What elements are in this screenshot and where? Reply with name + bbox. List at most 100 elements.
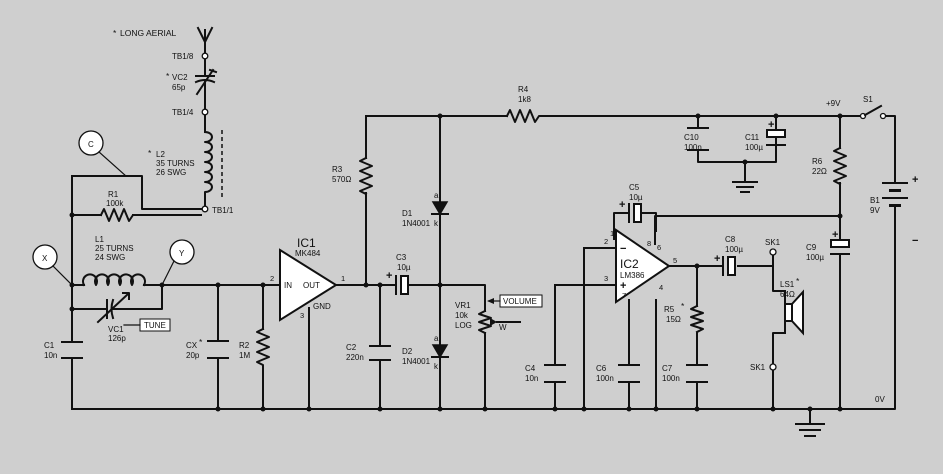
vc2-name: VC2 — [172, 73, 188, 82]
c2-value: 220n — [346, 353, 364, 362]
c9-name: C9 — [806, 243, 817, 252]
ic2-plus: + — [620, 280, 626, 292]
c8-capacitor-symbol — [722, 256, 736, 276]
r5-star: * — [681, 301, 685, 311]
c3-capacitor-symbol — [395, 275, 409, 295]
c1-name: C1 — [44, 341, 55, 350]
r2-name: R2 — [239, 341, 250, 350]
d2-a: a — [434, 334, 439, 343]
test-point-x-label: X — [42, 254, 48, 263]
b1-name: B1 — [870, 196, 880, 205]
ic1-out-label: OUT — [303, 281, 320, 290]
c3-plus: + — [386, 270, 392, 282]
c3-name: C3 — [396, 253, 407, 262]
battery-minus: − — [912, 235, 918, 247]
d2-k: k — [434, 362, 439, 371]
supply-zero-label: 0V — [875, 395, 885, 404]
c1-capacitor-symbol — [61, 341, 83, 359]
ic2-amplifier-symbol — [615, 228, 671, 304]
c9-plus: + — [832, 229, 838, 241]
sk1-top-label: SK1 — [765, 238, 781, 247]
aerial-symbol — [196, 26, 214, 45]
cx-star: * — [199, 337, 203, 347]
c3-value: 10µ — [397, 263, 411, 272]
tb1-4-label: TB1/4 — [172, 108, 194, 117]
d1-name: D1 — [402, 209, 413, 218]
terminal-tb1-8 — [201, 52, 209, 60]
r2-value: 1M — [239, 351, 250, 360]
r5-resistor-symbol — [690, 304, 704, 334]
c5-value: 10µ — [629, 193, 643, 202]
b1-value: 9V — [870, 206, 880, 215]
r3-name: R3 — [332, 165, 343, 174]
vr1-type: LOG — [455, 321, 472, 330]
ic1-name: IC1 — [297, 236, 316, 250]
vc1-value: 126p — [108, 334, 126, 343]
c8-plus: + — [714, 253, 720, 265]
c8-name: C8 — [725, 235, 736, 244]
ic2-pin8: 8 — [647, 239, 651, 248]
vr1-wiper-label: W — [499, 323, 507, 332]
ic1-pin-out: 1 — [341, 274, 345, 283]
ls1-star: * — [796, 276, 800, 286]
ic2-name: IC2 — [620, 257, 639, 271]
vc2-capacitor-symbol — [194, 68, 218, 96]
s1-label: S1 — [863, 95, 873, 104]
vc1-name: VC1 — [108, 325, 124, 334]
r2-resistor-symbol — [256, 327, 270, 373]
c2-capacitor-symbol — [369, 345, 391, 361]
c5-plus: + — [619, 199, 625, 211]
c10-name: C10 — [684, 133, 699, 142]
ic2-pin3: 3 — [604, 274, 608, 283]
sk1-bottom-label: SK1 — [750, 363, 766, 372]
r6-resistor-symbol — [833, 146, 847, 186]
c4-name: C4 — [525, 364, 536, 373]
junction-dots — [69, 113, 843, 412]
test-point-y — [169, 239, 195, 265]
l2-name: L2 — [156, 150, 165, 159]
c9-value: 100µ — [806, 253, 824, 262]
tune-label: TUNE — [144, 321, 166, 330]
s1-switch-lever — [863, 104, 883, 117]
r5-value: 15Ω — [666, 315, 681, 324]
main-ground-icon — [795, 423, 825, 437]
c1-value: 10n — [44, 351, 57, 360]
test-point-x — [32, 244, 58, 270]
l2-star: * — [148, 148, 152, 158]
c4-value: 10n — [525, 374, 538, 383]
vc1-capacitor-symbol — [93, 292, 130, 324]
ic2-pin6: 6 — [657, 243, 661, 252]
r5-name: R5 — [664, 305, 675, 314]
c11-name: C11 — [745, 133, 760, 142]
d2-value: 1N4001 — [402, 357, 431, 366]
vr1-wiper-arrow — [490, 318, 497, 326]
s1-contact-right — [879, 112, 887, 120]
c7-value: 100n — [662, 374, 680, 383]
r1-value: 100k — [106, 199, 124, 208]
l1-line2: 24 SWG — [95, 253, 125, 262]
vc2-star: * — [166, 71, 170, 81]
c4-capacitor-symbol — [544, 364, 566, 383]
volume-label: VOLUME — [503, 297, 537, 306]
ground-icon — [732, 181, 758, 193]
test-point-c-leader — [98, 151, 127, 177]
r6-name: R6 — [812, 157, 823, 166]
c6-value: 100n — [596, 374, 614, 383]
d1-a: a — [434, 191, 439, 200]
r3-resistor-symbol — [359, 156, 373, 196]
d1-k: k — [434, 219, 439, 228]
r4-value: 1k8 — [518, 95, 531, 104]
test-point-y-label: Y — [179, 249, 185, 258]
r4-resistor-symbol — [505, 109, 546, 123]
ic2-pin5: 5 — [673, 256, 677, 265]
ic1-amplifier-symbol — [279, 248, 338, 322]
c5-name: C5 — [629, 183, 640, 192]
ls1-name: LS1 — [780, 280, 795, 289]
aerial-label: LONG AERIAL — [120, 28, 176, 38]
c11-capacitor-symbol — [766, 129, 786, 153]
l1-line1: 25 TURNS — [95, 244, 134, 253]
d1-diode-symbol — [431, 201, 449, 216]
sk1-top-socket — [769, 248, 777, 256]
l2-coil-symbol — [203, 130, 223, 200]
